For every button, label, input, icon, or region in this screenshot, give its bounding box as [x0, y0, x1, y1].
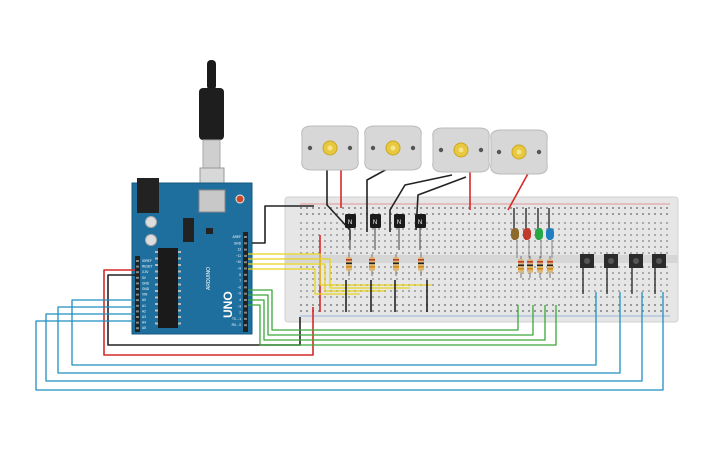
- resistor: [369, 254, 375, 276]
- transistor-label: N: [397, 220, 401, 226]
- resistor: [346, 254, 352, 276]
- header-label-left: A1: [142, 304, 146, 308]
- header-label-left: RESET: [142, 265, 153, 269]
- reset-button: [235, 194, 245, 204]
- header-label-right: 13: [237, 248, 241, 252]
- board-brand-label: ARDUINO: [206, 267, 212, 290]
- push-button: [652, 254, 666, 294]
- header-label-right: ~9: [237, 267, 241, 271]
- header-label-right: TX→1: [232, 317, 241, 321]
- header-label-right: 2: [239, 311, 241, 315]
- transistor-label: N: [418, 220, 422, 226]
- header-label-right: AREF: [232, 235, 241, 239]
- header-label-right: ~3: [237, 304, 241, 308]
- header-label-left: A0: [142, 298, 146, 302]
- npn-transistor: N: [370, 214, 381, 250]
- header-label-left: GND: [142, 287, 150, 291]
- resistors: [345, 254, 553, 312]
- dc-motors: [301, 125, 548, 175]
- transistor-label: N: [348, 220, 352, 226]
- header-label-left: VIN: [142, 293, 148, 297]
- header-label-right: 4: [239, 298, 241, 302]
- header-label-right: GND: [234, 241, 242, 245]
- dc-motor: [432, 127, 490, 173]
- wires: [35, 167, 664, 391]
- led: [535, 208, 543, 258]
- dc-motor: [364, 125, 422, 171]
- atmega-chip: [158, 248, 178, 328]
- header-label-right: ~11: [236, 254, 241, 258]
- dc-motor: [301, 125, 359, 171]
- header-label-right: RX←0: [232, 323, 242, 327]
- header-label-left: 5V: [142, 276, 147, 280]
- resistor: [527, 256, 533, 278]
- usb-port: [198, 189, 226, 213]
- dc-motor: [490, 129, 548, 175]
- header-label-left: A5: [142, 326, 146, 330]
- npn-transistor: N: [394, 214, 405, 250]
- push-buttons: [580, 254, 666, 294]
- power-jack: [137, 178, 159, 213]
- push-button: [604, 254, 618, 294]
- header-label-left: 3.3V: [142, 270, 149, 274]
- push-button: [580, 254, 594, 294]
- header-label-right: ~5: [237, 292, 241, 296]
- leds: [511, 208, 554, 258]
- usb-cable: [199, 60, 225, 204]
- resistor: [547, 256, 553, 278]
- header-label-left: A3: [142, 315, 146, 319]
- header-label-right: ~10: [236, 260, 242, 264]
- resistor: [418, 254, 424, 276]
- transistor-label: N: [373, 220, 377, 226]
- led: [523, 208, 531, 258]
- header-label-right: ~6: [237, 285, 241, 289]
- header-label-right: 8: [239, 273, 241, 277]
- resistor: [518, 256, 524, 278]
- led: [511, 208, 519, 258]
- board-model-label: UNO: [221, 291, 235, 318]
- header-label-left: A2: [142, 309, 146, 313]
- led: [546, 208, 554, 258]
- arduino-uno-board: UNO ARDUINO IOREFRESET3.3V5VGNDGNDVINA0A…: [131, 178, 253, 335]
- header-label-left: GND: [142, 281, 150, 285]
- header-label-left: A4: [142, 321, 146, 325]
- header-label-right: 7: [239, 279, 241, 283]
- resistor: [393, 254, 399, 276]
- breadboard: [284, 196, 679, 323]
- header-label-left: IOREF: [142, 259, 152, 263]
- push-button: [629, 254, 643, 294]
- resistor: [537, 256, 543, 278]
- npn-transistor: N: [415, 214, 426, 250]
- npn-transistor: N: [345, 214, 356, 250]
